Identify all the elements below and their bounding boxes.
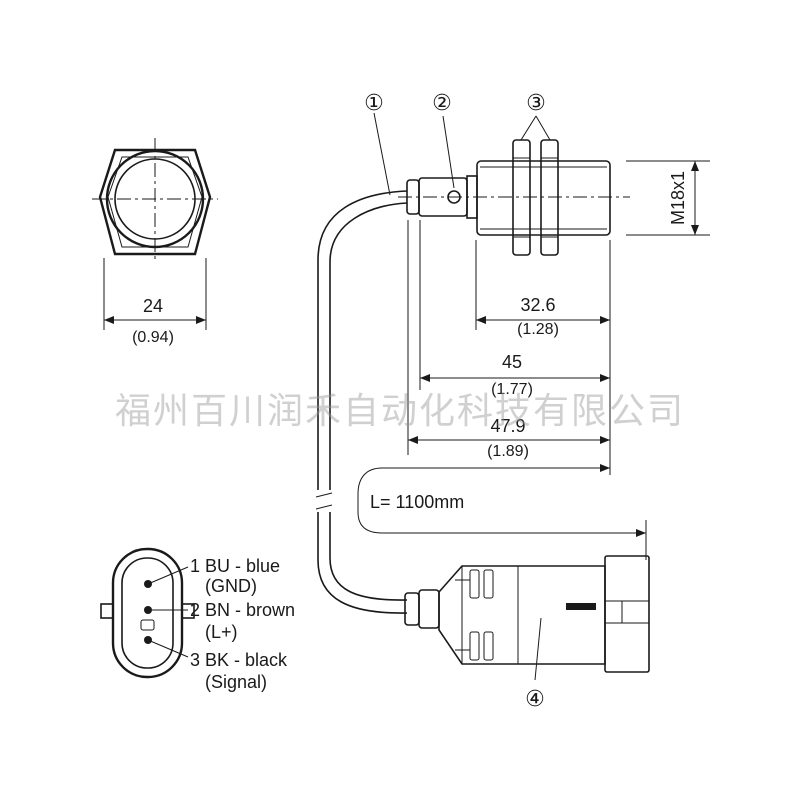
pin-2-label: 2 BN - brown (190, 600, 295, 620)
callout-3: ③ (526, 90, 546, 115)
connector-pin-face (100, 547, 195, 679)
callout-markers (373, 112, 551, 681)
hex-width-mm: 24 (143, 296, 163, 316)
pin-1-function: (GND) (205, 576, 257, 596)
sensor-side-view (398, 139, 710, 256)
cable (315, 190, 408, 614)
pin-2-function: (L+) (205, 622, 238, 642)
housing-length-mm: 32.6 (520, 295, 555, 315)
pin-1-label: 1 BU - blue (190, 556, 280, 576)
sensor-length-mm: 45 (502, 352, 522, 372)
pin-3-function: (Signal) (205, 672, 267, 692)
hex-width-inch: (0.94) (132, 329, 174, 346)
callout-1: ① (364, 90, 384, 115)
cable-length: L= 1100mm (370, 492, 464, 512)
overall-length-mm: 47.9 (490, 416, 525, 436)
sensor-length-inch: (1.77) (491, 381, 533, 398)
cable-length-dimension (357, 464, 647, 560)
overall-length-inch: (1.89) (487, 443, 529, 460)
callout-2: ② (432, 90, 452, 115)
pin-3-label: 3 BK - black (190, 650, 288, 670)
hex-nut-front-view (92, 138, 218, 330)
length-dimension-lines (407, 220, 611, 475)
connector-side-view (404, 555, 650, 673)
callout-4: ④ (525, 686, 545, 711)
housing-length-inch: (1.28) (517, 321, 559, 338)
thread-size: M18x1 (668, 171, 688, 225)
